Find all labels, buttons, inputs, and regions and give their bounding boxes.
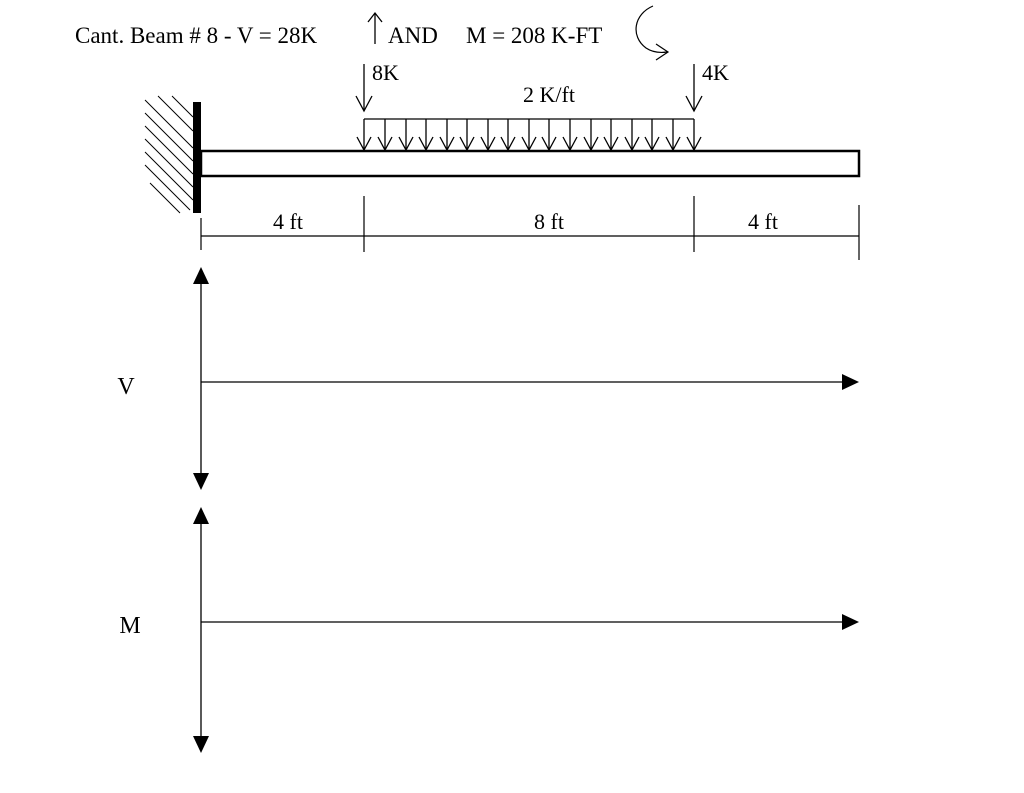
fixed-support-hatching xyxy=(144,95,194,214)
point-load-8k-label: 8K xyxy=(372,60,399,85)
moment-curved-arrow-icon xyxy=(635,5,670,61)
point-load-4k-label: 4K xyxy=(702,60,729,85)
moment-axis-down-arrow-icon xyxy=(193,736,209,753)
title-and: AND xyxy=(388,23,438,48)
dimension-label-2: 8 ft xyxy=(534,209,564,234)
distributed-load-label: 2 K/ft xyxy=(523,82,575,107)
shear-axis-right-arrow-icon xyxy=(842,374,859,390)
moment-label: M xyxy=(119,613,140,639)
moment-axis-right-arrow-icon xyxy=(842,614,859,630)
title-prefix: Cant. Beam # 8 - V = 28K xyxy=(75,23,317,48)
fixed-support-wall xyxy=(193,102,201,213)
moment-axis-up-arrow-icon xyxy=(193,507,209,524)
dimension-label-1: 4 ft xyxy=(273,209,303,234)
dimension-line xyxy=(200,196,860,260)
distributed-load-arrows xyxy=(356,118,702,152)
dimension-label-3: 4 ft xyxy=(748,209,778,234)
shear-diagram-axes xyxy=(200,282,844,476)
point-load-4k-arrow-icon xyxy=(685,64,703,113)
shear-axis-down-arrow-icon xyxy=(193,473,209,490)
point-load-8k-arrow-icon xyxy=(355,64,373,113)
beam xyxy=(199,149,861,178)
shear-axis-up-arrow-icon xyxy=(193,267,209,284)
reaction-up-arrow-icon xyxy=(367,11,383,44)
moment-diagram-axes xyxy=(200,522,844,738)
title-moment: M = 208 K-FT xyxy=(466,23,602,48)
shear-label: V xyxy=(117,374,135,400)
